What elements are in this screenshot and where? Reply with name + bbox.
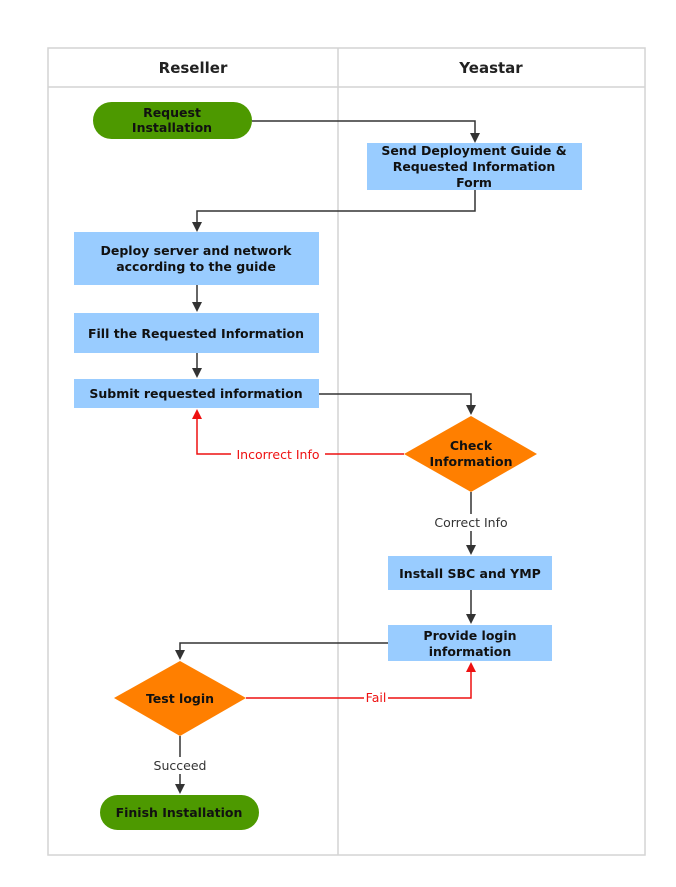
node-send-deployment-guide: Send Deployment Guide & Requested Inform…: [367, 143, 582, 190]
node-fill-requested-information: Fill the Requested Information: [74, 313, 319, 353]
edge-check-to-submit-incorrect: [192, 409, 404, 455]
process-shape: [74, 313, 319, 353]
process-shape: [74, 379, 319, 408]
node-text-line: Provide login: [423, 628, 516, 643]
node-text-line: Request: [143, 105, 201, 120]
process-shape: [74, 232, 319, 285]
edge-label-succeed: Succeed: [154, 758, 207, 773]
nodes: Request Installation Send Deployment Gui…: [74, 102, 582, 830]
edge-labels: Incorrect Info Correct Info Fail Succeed: [150, 446, 514, 774]
edge-submit-to-check: [319, 393, 476, 415]
process-shape: [388, 625, 552, 661]
node-text-line: Check: [450, 438, 493, 453]
edge-test-login-to-provide-fail: [246, 662, 476, 699]
label-bg-correct: [428, 514, 514, 531]
process-shape: [367, 143, 582, 190]
node-text-line: Form: [456, 175, 492, 190]
edge-request-to-send-guide: [252, 120, 480, 143]
edges: [175, 120, 480, 794]
process-shape: [388, 556, 552, 590]
node-text-line: Finish Installation: [116, 805, 243, 820]
edge-label-incorrect-info: Incorrect Info: [236, 447, 319, 462]
node-text-line: Test login: [146, 691, 214, 706]
node-text-line: Install SBC and YMP: [399, 566, 541, 581]
node-deploy-server: Deploy server and network according to t…: [74, 232, 319, 285]
edge-provide-to-test-login: [175, 642, 388, 660]
node-test-login: Test login: [114, 661, 246, 736]
node-finish-installation: Finish Installation: [100, 795, 259, 830]
label-bg-incorrect: [231, 446, 325, 462]
node-text-line: Deploy server and network: [101, 243, 293, 258]
node-text-line: Fill the Requested Information: [88, 326, 304, 341]
decision-shape: [404, 416, 537, 492]
edge-label-correct-info: Correct Info: [434, 515, 507, 530]
node-text-line: according to the guide: [116, 259, 276, 274]
edge-label-fail: Fail: [366, 690, 387, 705]
edge-send-guide-to-deploy: [192, 190, 476, 232]
node-check-information: Check Information: [404, 416, 537, 492]
node-text-line: Installation: [132, 120, 212, 135]
lane-title-reseller: Reseller: [159, 59, 228, 77]
node-text-line: Requested Information: [393, 159, 556, 174]
terminator-shape: [100, 795, 259, 830]
node-install-sbc-ymp: Install SBC and YMP: [388, 556, 552, 590]
node-submit-requested-information: Submit requested information: [74, 379, 319, 408]
lane-title-yeastar: Yeastar: [458, 59, 523, 77]
node-text-line: information: [429, 644, 512, 659]
node-request-installation: Request Installation: [93, 102, 252, 139]
node-text-line: Submit requested information: [89, 386, 302, 401]
node-text-line: Information: [430, 454, 513, 469]
node-text-line: Send Deployment Guide &: [381, 143, 566, 158]
decision-shape: [114, 661, 246, 736]
label-bg-fail: [364, 691, 388, 705]
label-bg-succeed: [150, 757, 210, 774]
terminator-shape: [93, 102, 252, 139]
node-provide-login-information: Provide login information: [388, 625, 552, 661]
